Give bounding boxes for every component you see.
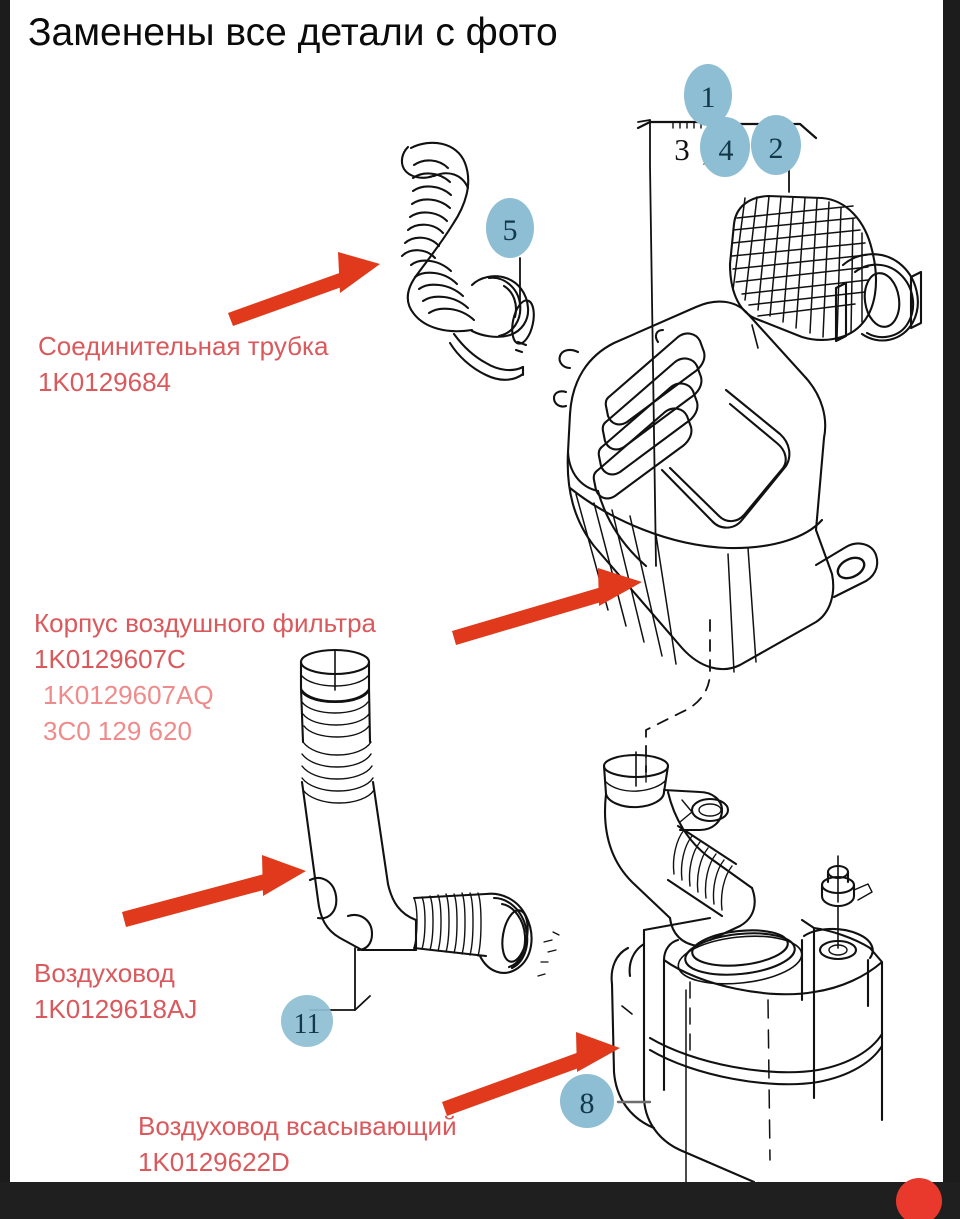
label-connector-pipe-name: Соединительная трубка bbox=[38, 331, 329, 361]
label-intake-air-duct: Воздуховод всасывающий 1K0129622D bbox=[138, 1108, 457, 1180]
label-air-filter-housing-part-1: 1K0129607AQ bbox=[43, 680, 214, 710]
callout-8[interactable]: 8 bbox=[560, 1074, 614, 1128]
air-intake-system-diagram bbox=[299, 119, 923, 1182]
right-frame-edge bbox=[943, 0, 960, 1182]
callout-3-label: 3 bbox=[674, 132, 690, 167]
label-connector-pipe-part-0: 1K0129684 bbox=[38, 367, 172, 397]
bottom-system-bar bbox=[0, 1182, 960, 1219]
arrow-to-air-filter-housing bbox=[452, 568, 642, 645]
callout-4-label: 4 bbox=[719, 134, 734, 167]
callout-1[interactable]: 1 bbox=[684, 64, 732, 126]
label-connector-pipe: Соединительная трубка 1K0129684 bbox=[38, 328, 328, 400]
label-intake-air-duct-name: Воздуховод всасывающий bbox=[138, 1111, 457, 1141]
label-intake-air-duct-part-0: 1K0129622D bbox=[138, 1147, 290, 1177]
red-indicator-dot bbox=[896, 1178, 942, 1219]
annotation-arrows-layer bbox=[122, 252, 642, 1116]
callout-11-label: 11 bbox=[294, 1009, 321, 1040]
callout-4[interactable]: 4 bbox=[700, 117, 750, 177]
callout-1-label: 1 bbox=[701, 81, 716, 114]
label-air-filter-housing-part-2: 3C0 129 620 bbox=[43, 716, 192, 746]
callout-2-label: 2 bbox=[769, 132, 784, 165]
arrow-to-intake-duct bbox=[442, 1032, 620, 1116]
callout-badges-layer: 1 3 , 4 2 5 11 8 bbox=[281, 64, 801, 1128]
label-air-duct-part-0: 1K0129618AJ bbox=[34, 994, 198, 1024]
label-air-filter-housing-name: Корпус воздушного фильтра bbox=[34, 608, 376, 638]
label-air-duct-name: Воздуховод bbox=[34, 958, 175, 988]
page-title: Заменены все детали с фото bbox=[28, 11, 558, 54]
arrow-to-air-duct bbox=[122, 855, 306, 927]
label-air-filter-housing: Корпус воздушного фильтра 1K0129607C 1K0… bbox=[34, 605, 376, 749]
callout-11[interactable]: 11 bbox=[281, 995, 333, 1047]
label-air-filter-housing-part-0: 1K0129607C bbox=[34, 644, 186, 674]
label-air-duct: Воздуховод 1K0129618AJ bbox=[34, 955, 197, 1027]
arrow-to-connector-pipe bbox=[228, 252, 380, 326]
callout-5-label: 5 bbox=[503, 214, 518, 247]
callout-2[interactable]: 2 bbox=[751, 115, 801, 175]
callout-5[interactable]: 5 bbox=[486, 198, 534, 258]
callout-8-label: 8 bbox=[580, 1087, 595, 1120]
document-page: Заменены все детали с фото bbox=[10, 0, 943, 1182]
